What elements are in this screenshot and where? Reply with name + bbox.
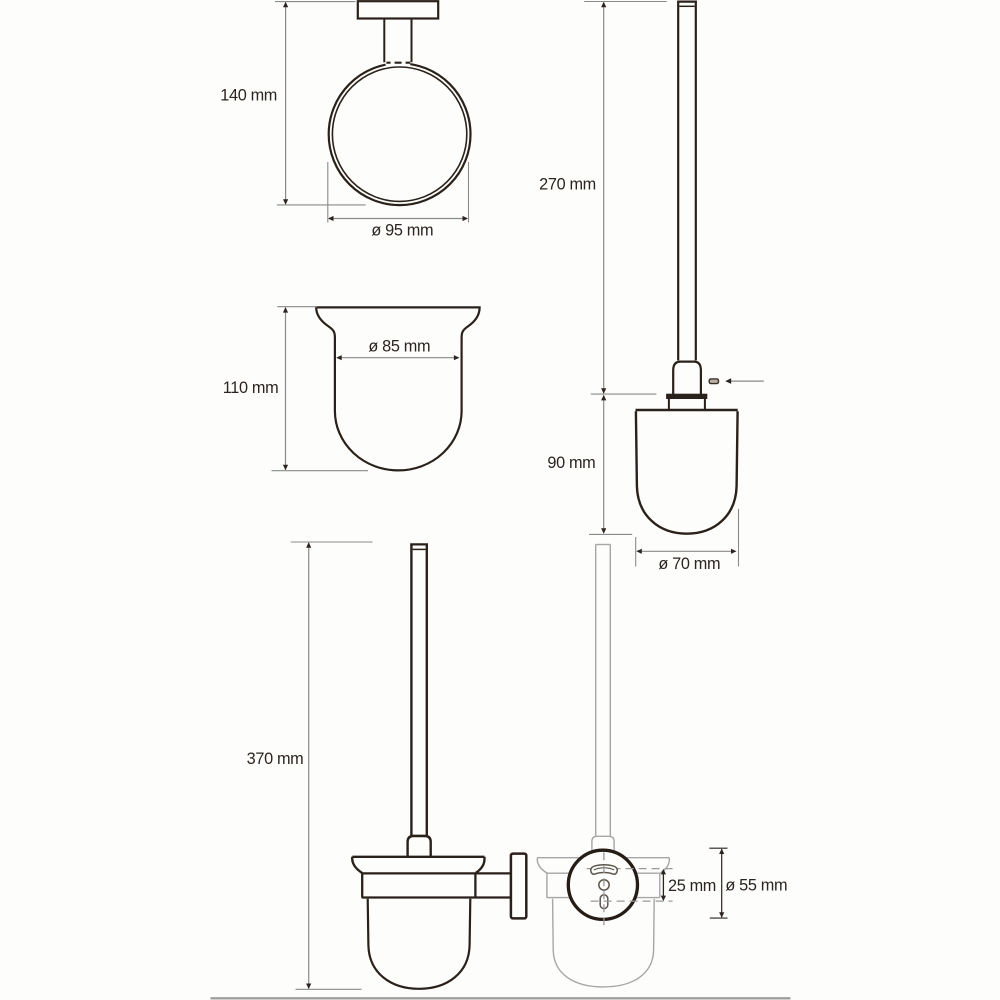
svg-text:110 mm: 110 mm <box>223 379 279 397</box>
svg-text:140 mm: 140 mm <box>220 87 277 105</box>
svg-text:ø 95 mm: ø 95 mm <box>371 221 433 239</box>
svg-text:ø 55 mm: ø 55 mm <box>725 876 787 894</box>
svg-text:90 mm: 90 mm <box>547 454 595 472</box>
svg-text:ø 70 mm: ø 70 mm <box>658 555 720 573</box>
svg-text:25 mm: 25 mm <box>668 877 716 895</box>
svg-text:ø 85 mm: ø 85 mm <box>368 337 430 355</box>
svg-text:370 mm: 370 mm <box>247 750 304 768</box>
svg-text:270 mm: 270 mm <box>539 176 596 194</box>
